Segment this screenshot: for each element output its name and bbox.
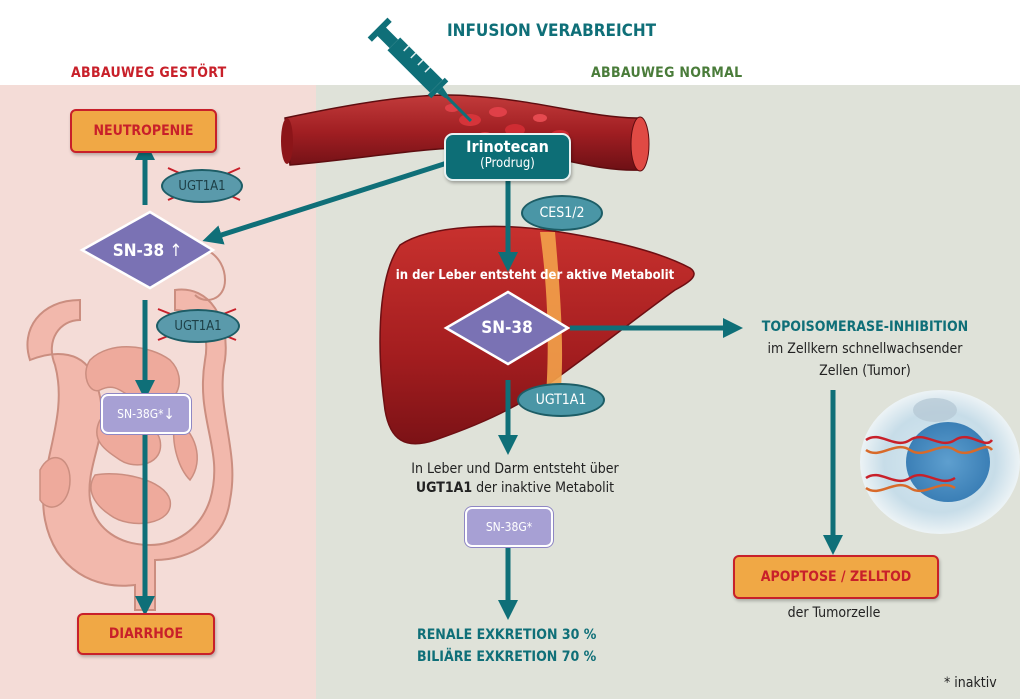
topoisomerase-text: TOPOISOMERASE-INHIBITION im Zellkern sch…: [735, 316, 995, 382]
inactive-text-line1: In Leber und Darm entsteht über: [411, 461, 619, 477]
prodrug-label: (Prodrug): [480, 156, 535, 171]
inactive-text-rest: der inaktive Metabolit: [472, 480, 615, 496]
topo-line1: im Zellkern schnellwachsender: [767, 341, 963, 357]
ugt1a1-blocked-top: UGT1A1: [161, 169, 243, 203]
apoptose-box: APOPTOSE / ZELLTOD: [733, 555, 939, 599]
neutropenie-box: NEUTROPENIE: [70, 109, 217, 153]
footnote: * inaktiv: [944, 675, 997, 691]
diarrhoe-box: DIARRHOE: [77, 613, 215, 655]
syringe-illustration: [367, 17, 472, 122]
sn38-left-text: SN-38: [112, 241, 165, 261]
up-arrow-icon: ↑: [169, 241, 183, 261]
ces-enzyme: CES1/2: [521, 195, 603, 231]
excretion-text: RENALE EXKRETION 30 % BILIÄRE EXKRETION …: [417, 624, 596, 668]
ugt1a1-enzyme: UGT1A1: [517, 383, 605, 417]
sn38g-left-box: SN-38G*↓: [101, 394, 191, 434]
down-arrow-icon: ↓: [163, 405, 175, 423]
topo-title: TOPOISOMERASE-INHIBITION: [761, 319, 969, 335]
tumor-cell-illustration: [860, 390, 1020, 534]
tumorzelle-text: der Tumorzelle: [787, 605, 881, 621]
sn38-left-label: SN-38 ↑: [82, 236, 213, 266]
infusion-title: INFUSION VERABREICHT: [447, 21, 657, 41]
irinotecan-label: Irinotecan: [466, 137, 549, 156]
sn38-center-diamond: [443, 290, 571, 366]
left-section-title: ABBAUWEG GESTÖRT: [71, 65, 227, 81]
arrow-irinotecan-to-left-sn38: [202, 160, 448, 245]
biliar-excretion: BILIÄRE EXKRETION 70 %: [417, 649, 597, 665]
right-section-title: ABBAUWEG NORMAL: [591, 65, 743, 81]
renal-excretion: RENALE EXKRETION 30 %: [417, 627, 597, 643]
sn38g-center-box: SN-38G*: [465, 507, 553, 547]
inactive-metabolite-text: In Leber und Darm entsteht über UGT1A1 d…: [360, 460, 670, 498]
liver-active-metabolite-text: in der Leber entsteht der aktive Metabol…: [395, 268, 675, 283]
sn38-center-label: SN-38: [481, 318, 533, 338]
sn38-left-diamond: [79, 210, 216, 290]
inactive-text-line2: UGT1A1 der inaktive Metabolit: [360, 479, 670, 498]
sn38g-left-text: SN-38G*: [117, 407, 164, 421]
topo-line2: Zellen (Tumor): [819, 363, 911, 379]
intestine-illustration: [26, 245, 234, 611]
ugt1a1-blocked-bottom: UGT1A1: [156, 309, 240, 343]
irinotecan-box: Irinotecan (Prodrug): [444, 133, 571, 181]
inactive-text-bold: UGT1A1: [415, 480, 473, 496]
